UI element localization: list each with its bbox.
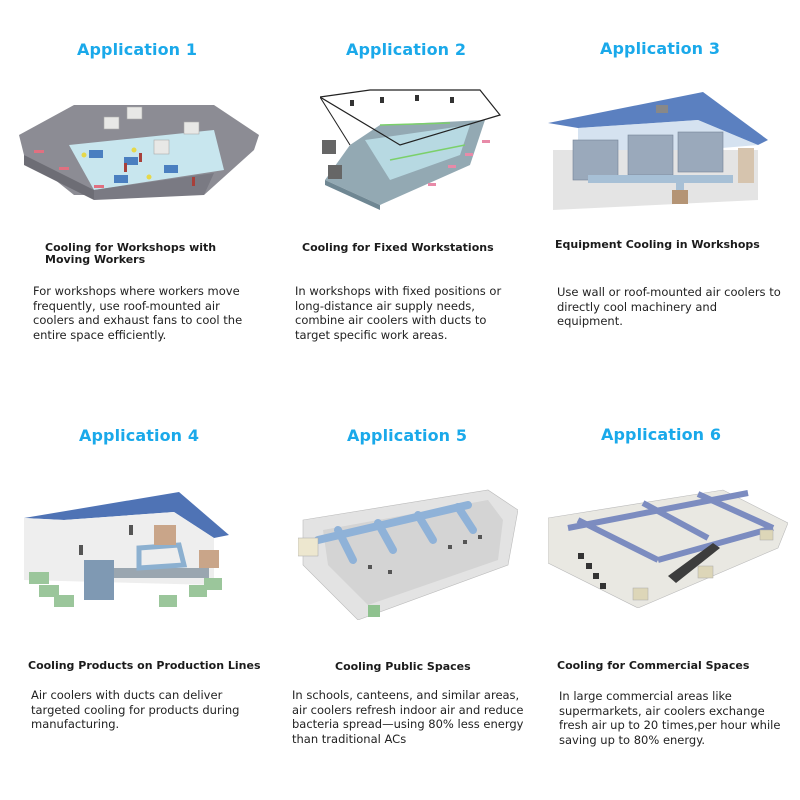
application-3-description: Use wall or roof-mounted air coolers to … xyxy=(557,285,781,328)
application-5-description: In schools, canteens, and similar areas,… xyxy=(292,688,524,746)
application-1-subtitle: Cooling for Workshops with Moving Worker… xyxy=(45,241,217,266)
application-1-heading: Application 1 xyxy=(77,40,198,59)
application-1-description: For workshops where workers move frequen… xyxy=(33,284,243,342)
equipment-cooling-illustration xyxy=(548,90,768,215)
application-6-heading: Application 6 xyxy=(601,425,722,444)
application-4-description: Air coolers with ducts can deliver targe… xyxy=(31,688,240,731)
application-2-description: In workshops with fixed positions or lon… xyxy=(295,284,502,342)
application-5-subtitle: Cooling Public Spaces xyxy=(335,660,471,673)
application-2-subtitle: Cooling for Fixed Workstations xyxy=(302,241,494,254)
application-2-heading: Application 2 xyxy=(346,40,467,59)
application-4-heading: Application 4 xyxy=(79,426,200,445)
fixed-workstation-duct-illustration xyxy=(319,85,505,210)
application-6-subtitle: Cooling for Commercial Spaces xyxy=(557,659,750,672)
application-6-description: In large commercial areas like supermark… xyxy=(559,689,781,747)
application-3-subtitle: Equipment Cooling in Workshops xyxy=(555,238,760,251)
public-space-illustration xyxy=(297,485,519,621)
application-4-subtitle: Cooling Products on Production Lines xyxy=(28,659,261,672)
commercial-space-illustration xyxy=(547,488,789,609)
production-line-illustration xyxy=(24,490,229,610)
workshop-roof-coolers-illustration xyxy=(14,95,259,205)
application-5-heading: Application 5 xyxy=(347,426,468,445)
application-3-heading: Application 3 xyxy=(600,39,721,58)
